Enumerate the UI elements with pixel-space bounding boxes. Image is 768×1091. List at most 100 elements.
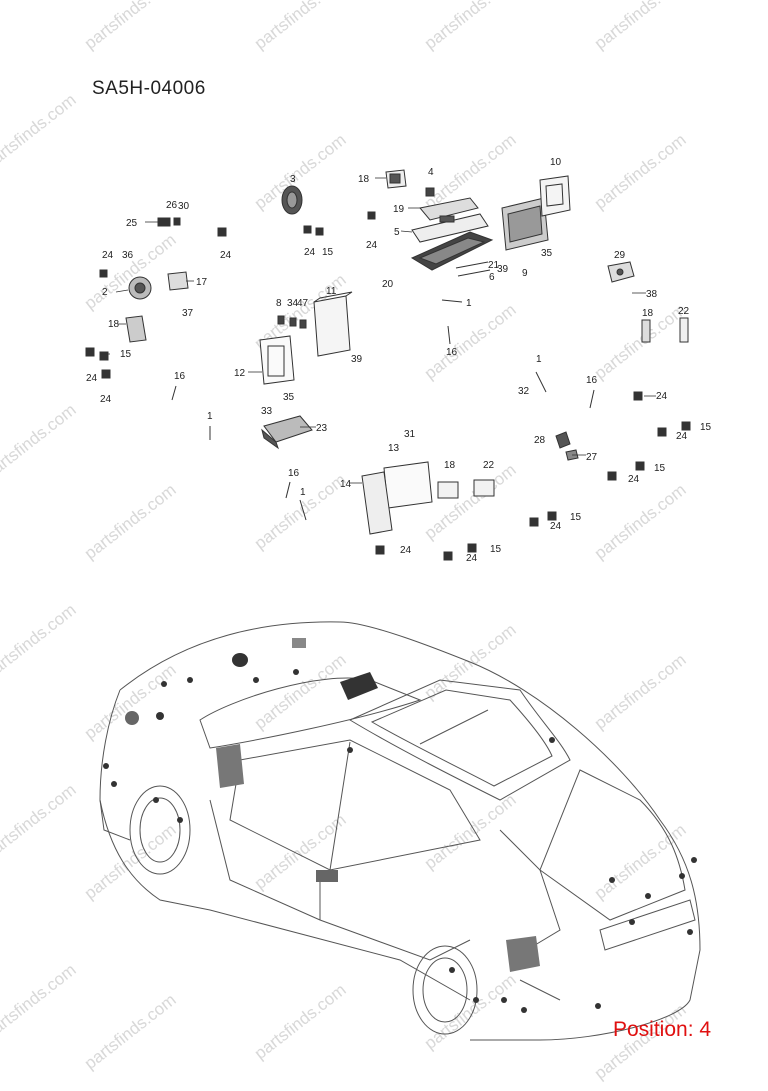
callout-number: 22 (678, 306, 690, 317)
callout-number: 15 (322, 247, 334, 258)
watermark-text: partsfinds.com (251, 980, 350, 1063)
callout-number: 22 (483, 460, 495, 471)
watermark-text: partsfinds.com (591, 480, 690, 563)
callout-number: 39 (351, 354, 363, 365)
diagram-code: SA5H-04006 (92, 78, 206, 99)
callout-number: 11 (326, 286, 337, 297)
watermark-text: partsfinds.com (421, 0, 520, 53)
part-overhead-module-icon (411, 197, 489, 243)
callout-number: 39 (497, 264, 509, 275)
callout-number: 18 (444, 460, 456, 471)
part-module-23-icon (261, 415, 313, 450)
callout-number: 28 (534, 435, 546, 446)
watermark-text: partsfinds.com (0, 780, 80, 863)
callout-number: 6 (489, 272, 495, 283)
callout-number: 15 (570, 512, 582, 523)
callout-number: 16 (288, 468, 300, 479)
callout-number: 17 (196, 277, 208, 288)
part-ecu-icon (313, 291, 353, 357)
callout-number: 24 (656, 391, 668, 402)
part-small-sensors-icon (85, 211, 691, 561)
watermark-text: partsfinds.com (81, 990, 180, 1073)
callout-number: 38 (646, 289, 658, 300)
callout-number: 32 (518, 386, 530, 397)
callout-number: 13 (388, 443, 400, 454)
part-bracket-17-icon (167, 271, 189, 291)
callout-number: 3 (290, 174, 296, 185)
callout-number: 12 (234, 368, 246, 379)
callout-number: 21 (488, 260, 500, 271)
callout-number: 24 (466, 553, 478, 564)
watermark-text: partsfinds.com (421, 460, 520, 543)
callout-number: 35 (283, 392, 295, 403)
callout-number: 47 (297, 298, 309, 309)
position-label: Position: 4 (613, 1018, 712, 1041)
part-bar-icon (455, 261, 491, 277)
parts-drawings (85, 169, 691, 561)
part-bracket-icon (385, 169, 407, 189)
callout-number: 24 (100, 394, 112, 405)
callout-number: 24 (366, 240, 378, 251)
watermark-text: partsfinds.com (0, 960, 80, 1043)
callout-number: 16 (446, 347, 458, 358)
part-speaker-icon (281, 185, 303, 215)
watermark-text: partsfinds.com (591, 0, 690, 53)
callout-number: 8 (276, 298, 282, 309)
watermark-text: partsfinds.com (81, 480, 180, 563)
callout-number: 24 (102, 250, 114, 261)
callout-number: 15 (120, 349, 132, 360)
part-clip-icon (425, 187, 435, 197)
watermark-text: partsfinds.com (421, 300, 520, 383)
watermark-text: partsfinds.com (0, 90, 80, 173)
callout-number: 31 (404, 429, 416, 440)
callout-number: 34 (287, 298, 299, 309)
callout-number: 9 (522, 268, 528, 279)
callout-number: 10 (550, 157, 562, 168)
callout-number: 15 (490, 544, 502, 555)
callout-number: 1 (207, 411, 213, 422)
callout-number: 1 (466, 298, 472, 309)
callout-number: 35 (541, 248, 553, 259)
watermark-text: partsfinds.com (0, 400, 80, 483)
watermark-text: partsfinds.com (81, 230, 180, 313)
callout-number: 20 (382, 279, 394, 290)
callout-number: 26 (166, 200, 178, 211)
callout-number: 14 (340, 479, 352, 490)
callout-number: 29 (614, 250, 626, 261)
callout-number: 30 (178, 201, 190, 212)
callout-number: 24 (628, 474, 640, 485)
callout-number: 1 (536, 354, 542, 365)
callout-number: 37 (182, 308, 194, 319)
callout-number: 24 (400, 545, 412, 556)
vehicle-part-markers (103, 638, 697, 1013)
callout-number: 18 (358, 174, 370, 185)
callout-number: 36 (122, 250, 134, 261)
watermark-text: partsfinds.com (251, 470, 350, 553)
watermark-text: partsfinds.com (251, 0, 350, 53)
part-small-module-icon (437, 479, 495, 499)
part-vertical-sensor-icon (641, 317, 689, 343)
part-screws-icon (171, 299, 595, 521)
callout-number: 1 (300, 487, 306, 498)
part-clips-icon (277, 315, 307, 329)
callout-number: 23 (316, 423, 328, 434)
callout-number: 15 (654, 463, 666, 474)
part-horn-icon (128, 276, 152, 300)
part-camera-module-icon (501, 175, 571, 251)
watermark-text: partsfinds.com (591, 650, 690, 733)
callout-number: 18 (642, 308, 654, 319)
callout-number: 18 (108, 319, 120, 330)
callout-number: 24 (220, 250, 232, 261)
callout-number: 24 (86, 373, 98, 384)
watermark-text: partsfinds.com (591, 820, 690, 903)
watermark-text: partsfinds.com (0, 600, 80, 683)
watermark-text: partsfinds.com (591, 130, 690, 213)
callout-number: 16 (586, 375, 598, 386)
callout-number: 2 (102, 287, 108, 298)
watermark-text: partsfinds.com (81, 0, 180, 53)
callout-number: 24 (304, 247, 316, 258)
